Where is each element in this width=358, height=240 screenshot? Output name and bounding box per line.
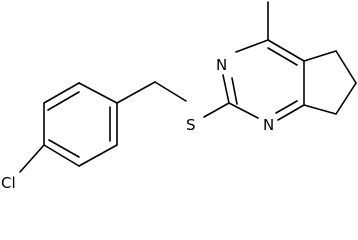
bond-sulfur-c2 — [203, 102, 230, 118]
bond-c4-c4a-inner — [267, 47, 298, 66]
bond-ring-d — [78, 144, 118, 167]
bond-methylene-sulfur — [154, 81, 187, 102]
bond-c2-n1-inner — [231, 77, 238, 105]
bond-c7-c7a — [303, 104, 337, 115]
bond-c5-c6 — [335, 50, 357, 84]
bond-ring-e-inner — [48, 139, 80, 158]
bond-c7a-n3-inner — [275, 100, 298, 114]
bond-ring-a-inner — [47, 91, 80, 111]
sulfur-atom-label: S — [186, 116, 196, 134]
cyclopentane-ring — [303, 50, 357, 115]
bond-c7a-n3 — [277, 104, 305, 121]
nitrogen-upper-label: N — [216, 56, 227, 74]
bond-c4-c4a — [267, 39, 305, 62]
chlorobenzene-ring — [43, 82, 118, 167]
structure-drawing: Cl S N N — [1, 1, 357, 192]
bond-n1-c4 — [235, 39, 269, 53]
bond-ring-chlorine — [19, 144, 45, 173]
bond-c6-c7 — [335, 82, 357, 115]
bond-c4a-c5 — [303, 50, 337, 62]
bond-ring-b — [78, 82, 118, 104]
bond-ring-a — [43, 82, 80, 104]
bond-ring-methylene — [116, 81, 156, 104]
nitrogen-lower-label: N — [263, 116, 274, 134]
pyrimidine-ring: N N — [216, 39, 305, 134]
molecule-canvas: Cl S N N — [1, 1, 357, 192]
bond-ring-e — [43, 144, 80, 167]
bond-n3-c2 — [228, 102, 259, 119]
bond-c2-n1 — [222, 74, 230, 104]
chlorine-atom-label: Cl — [1, 174, 16, 192]
